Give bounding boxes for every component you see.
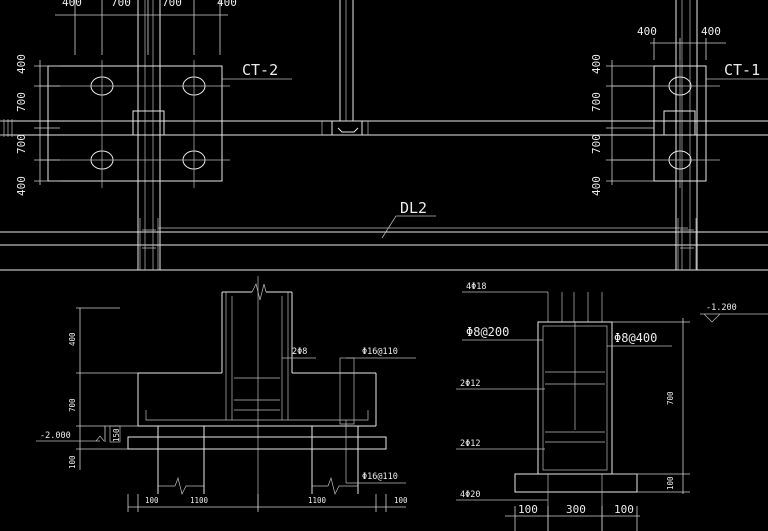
beam-label-dl2: DL2	[400, 199, 427, 217]
cap-rebar	[145, 410, 369, 421]
dim-label: 1100	[308, 496, 327, 505]
dim-label: 400	[590, 176, 603, 196]
dim-label: 100	[518, 503, 538, 516]
break-mark	[251, 282, 267, 301]
dim-label: 400	[15, 176, 28, 196]
elevation-marker	[36, 435, 105, 442]
dim-label: 400	[62, 0, 82, 9]
rebar-label: 4Φ18	[466, 282, 486, 292]
dim-label: 150	[112, 428, 121, 442]
cap-rebar-detail	[339, 357, 355, 425]
dim-label: 400	[637, 25, 657, 38]
beam-joint	[331, 121, 363, 135]
rebar-label: 2Φ8	[292, 347, 307, 357]
dim-label: 400	[217, 0, 237, 9]
dimension-ticks	[76, 307, 138, 450]
dim-label: 700	[15, 92, 28, 112]
dim-label: 100	[145, 496, 159, 505]
dim-label: 400	[15, 54, 28, 74]
dim-label: 700	[68, 398, 77, 412]
dim-label: 400	[590, 54, 603, 74]
dim-label: 100	[68, 455, 77, 469]
beam-joint	[321, 121, 369, 135]
foundation-plan: 400 700 700 400 400 700 700 400 CT-2 400…	[0, 0, 768, 271]
dim-label: 700	[666, 391, 675, 405]
dim-label: 700	[162, 0, 182, 9]
leader-line	[381, 215, 397, 239]
pile-break	[158, 476, 204, 496]
rebar-label: 2Φ12	[460, 379, 480, 389]
beam-joint	[139, 218, 159, 270]
pile-cap-section: 400 700 100 150 -2.000 2Φ8 Φ16@110 Φ16@1…	[36, 276, 416, 512]
elevation-marker	[700, 313, 768, 323]
elevation-label: -1.200	[706, 303, 737, 313]
dim-label: 400	[68, 332, 77, 346]
cap-body	[137, 372, 377, 427]
dim-label: 700	[590, 92, 603, 112]
dimension-ticks	[74, 0, 221, 55]
dimension-ticks	[653, 38, 707, 60]
column-rebar	[231, 296, 283, 420]
dimension-ticks	[514, 506, 638, 531]
dim-label: 300	[566, 503, 586, 516]
column-square	[663, 110, 696, 136]
dim-box	[109, 425, 121, 443]
dim-label: 700	[15, 134, 28, 154]
blinding-layer	[127, 436, 387, 450]
column-square	[132, 110, 165, 136]
break-mark	[0, 119, 13, 137]
rebar-label: Φ8@400	[614, 331, 657, 345]
dim-label: 400	[701, 25, 721, 38]
rebar-label: 2Φ12	[460, 439, 480, 449]
beam-footing	[514, 473, 638, 493]
pile-edge	[157, 426, 359, 494]
dim-label: 100	[666, 476, 675, 490]
pile-cap-ct2	[47, 65, 223, 182]
pile-cap-label-ct1: CT-1	[724, 61, 760, 79]
rebar-label: Φ8@200	[466, 325, 509, 339]
dim-label: 1100	[190, 496, 209, 505]
dim-label: 700	[111, 0, 131, 9]
column-rebar	[225, 292, 289, 420]
dim-label: 100	[394, 496, 408, 505]
dimension-ticks	[127, 494, 387, 512]
column-rebar	[547, 292, 603, 322]
dim-label: 100	[614, 503, 634, 516]
rebar-label: 4Φ20	[460, 490, 480, 500]
beam-joint	[677, 218, 697, 270]
dimension-ticks	[606, 65, 654, 182]
dim-label: 700	[590, 134, 603, 154]
rebar-label: Φ16@110	[362, 347, 398, 357]
elevation-label: -2.000	[40, 431, 71, 441]
dimension-ticks	[34, 65, 60, 182]
pile-break	[312, 476, 358, 496]
rebar-label: Φ16@110	[362, 472, 398, 482]
dimension-ticks	[612, 321, 690, 493]
pile-cap-label-ct2: CT-2	[242, 61, 278, 79]
beam-section: 4Φ18 Φ8@200 Φ8@400 2Φ12 2Φ12 4Φ20 -1.200…	[456, 282, 768, 531]
